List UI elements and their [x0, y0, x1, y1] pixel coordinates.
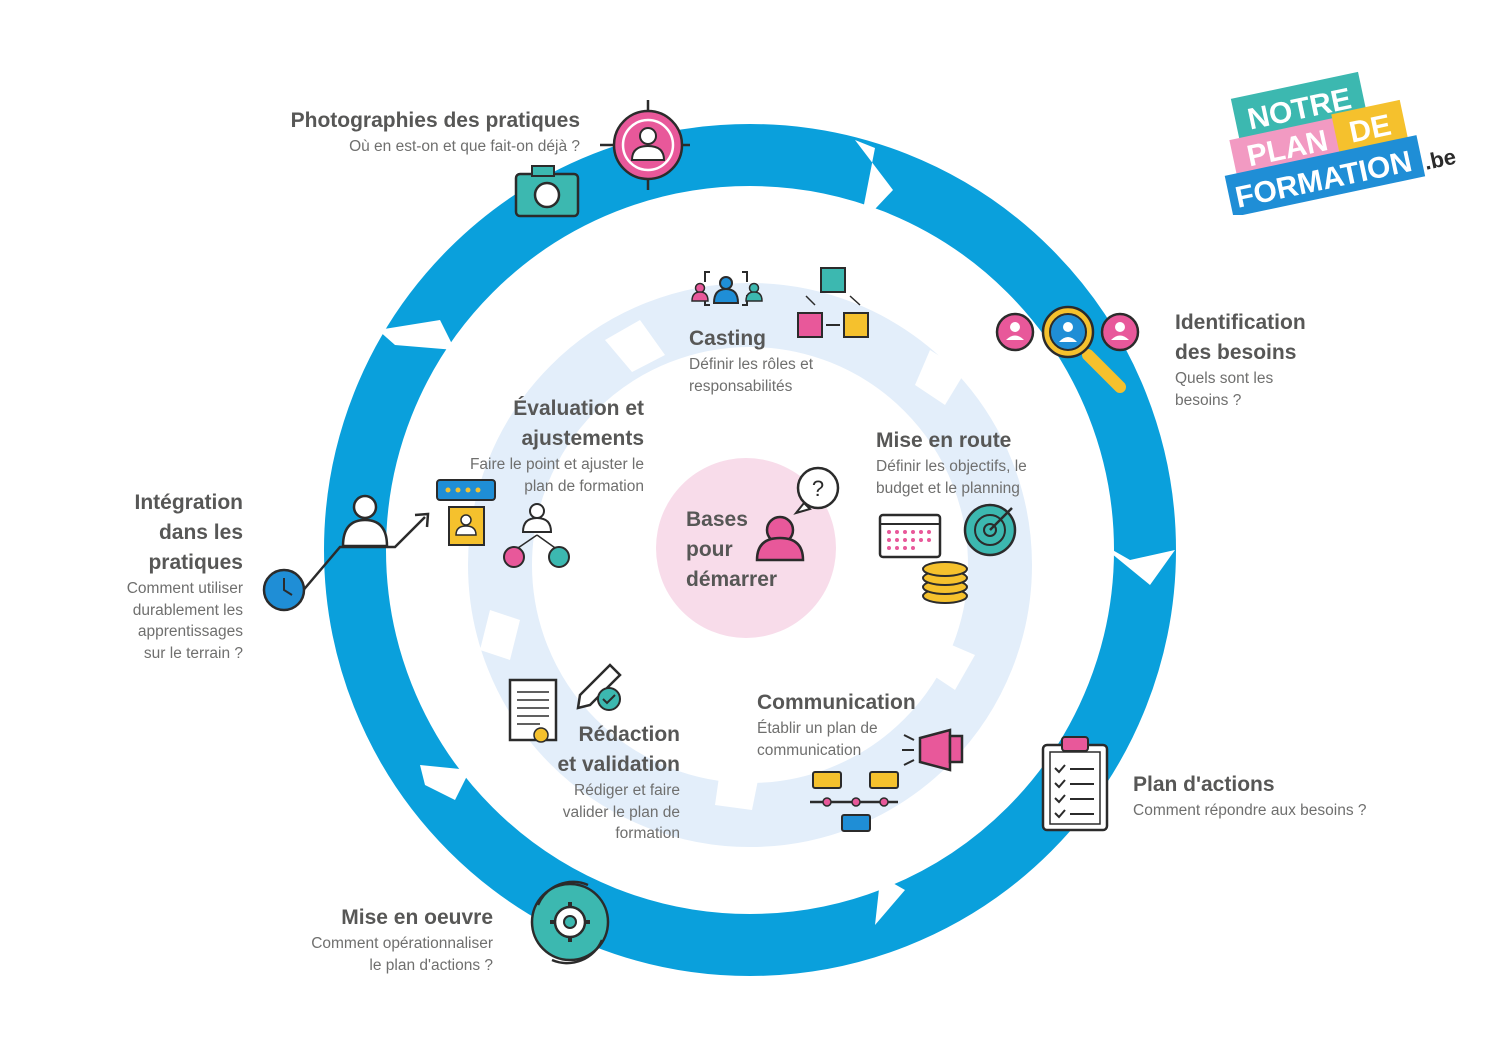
step-subtitle-line1: Comment utiliser — [126, 580, 243, 597]
step-title: Communication — [757, 691, 916, 714]
camera-target-person-icon — [514, 100, 690, 218]
step-subtitle: Où en est-on et que fait-on déjà ? — [349, 138, 580, 155]
step-subtitle-line1: Établir un plan de — [757, 720, 878, 737]
step-mise-en-oeuvre: Mise en oeuvre Comment opérationnaliser … — [200, 903, 493, 976]
step-subtitle-line3: formation — [615, 825, 680, 842]
inner-ring — [468, 283, 1032, 847]
step-subtitle-line1: Définir les objectifs, le — [876, 458, 1027, 475]
step-title: Mise en oeuvre — [341, 906, 493, 929]
person-growth-clock-icon — [262, 494, 430, 612]
step-photographies: Photographies des pratiques Où en est-on… — [180, 106, 580, 158]
step-title-line2: des besoins — [1175, 341, 1297, 364]
magnifier-people-icon — [995, 305, 1140, 393]
team-roles-icon — [691, 267, 869, 338]
step-title-line1: Identification — [1175, 311, 1306, 334]
step-casting: Casting Définir les rôles et responsabil… — [689, 324, 889, 397]
step-evaluation: Évaluation et ajustements Faire le point… — [424, 394, 644, 497]
center-title-line1: Bases — [686, 508, 748, 531]
step-subtitle-line2: besoins ? — [1175, 391, 1242, 409]
step-title-line2: ajustements — [521, 427, 644, 450]
calendar-target-coins-icon — [878, 503, 1017, 604]
step-subtitle-line1: Comment opérationnaliser — [311, 935, 493, 952]
megaphone-timeline-icon — [810, 728, 964, 832]
step-title: Plan d'actions — [1133, 773, 1275, 796]
step-subtitle: Comment répondre aux besoins ? — [1133, 802, 1367, 819]
step-title: Mise en route — [876, 429, 1012, 452]
step-title-line3: pratiques — [148, 551, 243, 574]
step-subtitle-line2: valider le plan de — [562, 803, 680, 821]
svg-text:?: ? — [812, 476, 824, 501]
center-title-line3: démarrer — [686, 568, 778, 591]
gear-cycle-icon — [530, 880, 610, 965]
step-title-line1: Intégration — [134, 491, 244, 514]
outer-ring — [324, 124, 1176, 976]
step-title-line2: dans les — [158, 521, 243, 544]
step-subtitle-line2: responsabilités — [689, 377, 793, 395]
step-communication: Communication Établir un plan de communi… — [757, 688, 957, 761]
center-disc — [656, 458, 836, 638]
step-title-line2: et validation — [557, 753, 680, 776]
step-mise-en-route: Mise en route Définir les objectifs, le … — [876, 426, 1086, 499]
question-person-icon: ? — [755, 466, 840, 562]
step-subtitle-line2: plan de formation — [524, 477, 644, 495]
notre-plan-de-formation-logo: NOTRE PLAN DE FORMATION .be — [1224, 71, 1458, 215]
step-subtitle-line2: le plan d'actions ? — [369, 956, 493, 974]
step-title: Photographies des pratiques — [290, 109, 580, 132]
step-subtitle-line1: Rédiger et faire — [574, 782, 680, 799]
step-title-line1: Évaluation et — [513, 397, 644, 420]
step-subtitle-line2: budget et le planning — [876, 479, 1020, 497]
step-plan-actions: Plan d'actions Comment répondre aux beso… — [1133, 770, 1433, 822]
clipboard-checklist-icon — [1041, 736, 1109, 832]
document-pen-check-icon — [508, 663, 622, 743]
step-identification: Identification des besoins Quels sont le… — [1175, 308, 1425, 411]
step-subtitle-line1: Définir les rôles et — [689, 356, 814, 373]
step-subtitle-line4: sur le terrain ? — [143, 644, 243, 662]
step-redaction: Rédaction et validation Rédiger et faire… — [500, 720, 680, 845]
step-subtitle-line2: communication — [757, 741, 862, 759]
step-subtitle-line2: durablement les — [132, 601, 243, 619]
rating-tree-icon — [436, 479, 570, 568]
center-label: Bases pour démarrer — [686, 505, 777, 595]
step-subtitle-line3: apprentissages — [137, 623, 243, 640]
center-title-line2: pour — [686, 538, 733, 561]
step-integration: Intégration dans les pratiques Comment u… — [60, 488, 243, 664]
step-title-line1: Rédaction — [578, 723, 680, 746]
logo-suffix: .be — [1422, 144, 1458, 175]
step-subtitle-line1: Faire le point et ajuster le — [469, 456, 644, 473]
step-title: Casting — [689, 327, 767, 350]
step-subtitle-line1: Quels sont les — [1175, 370, 1274, 387]
